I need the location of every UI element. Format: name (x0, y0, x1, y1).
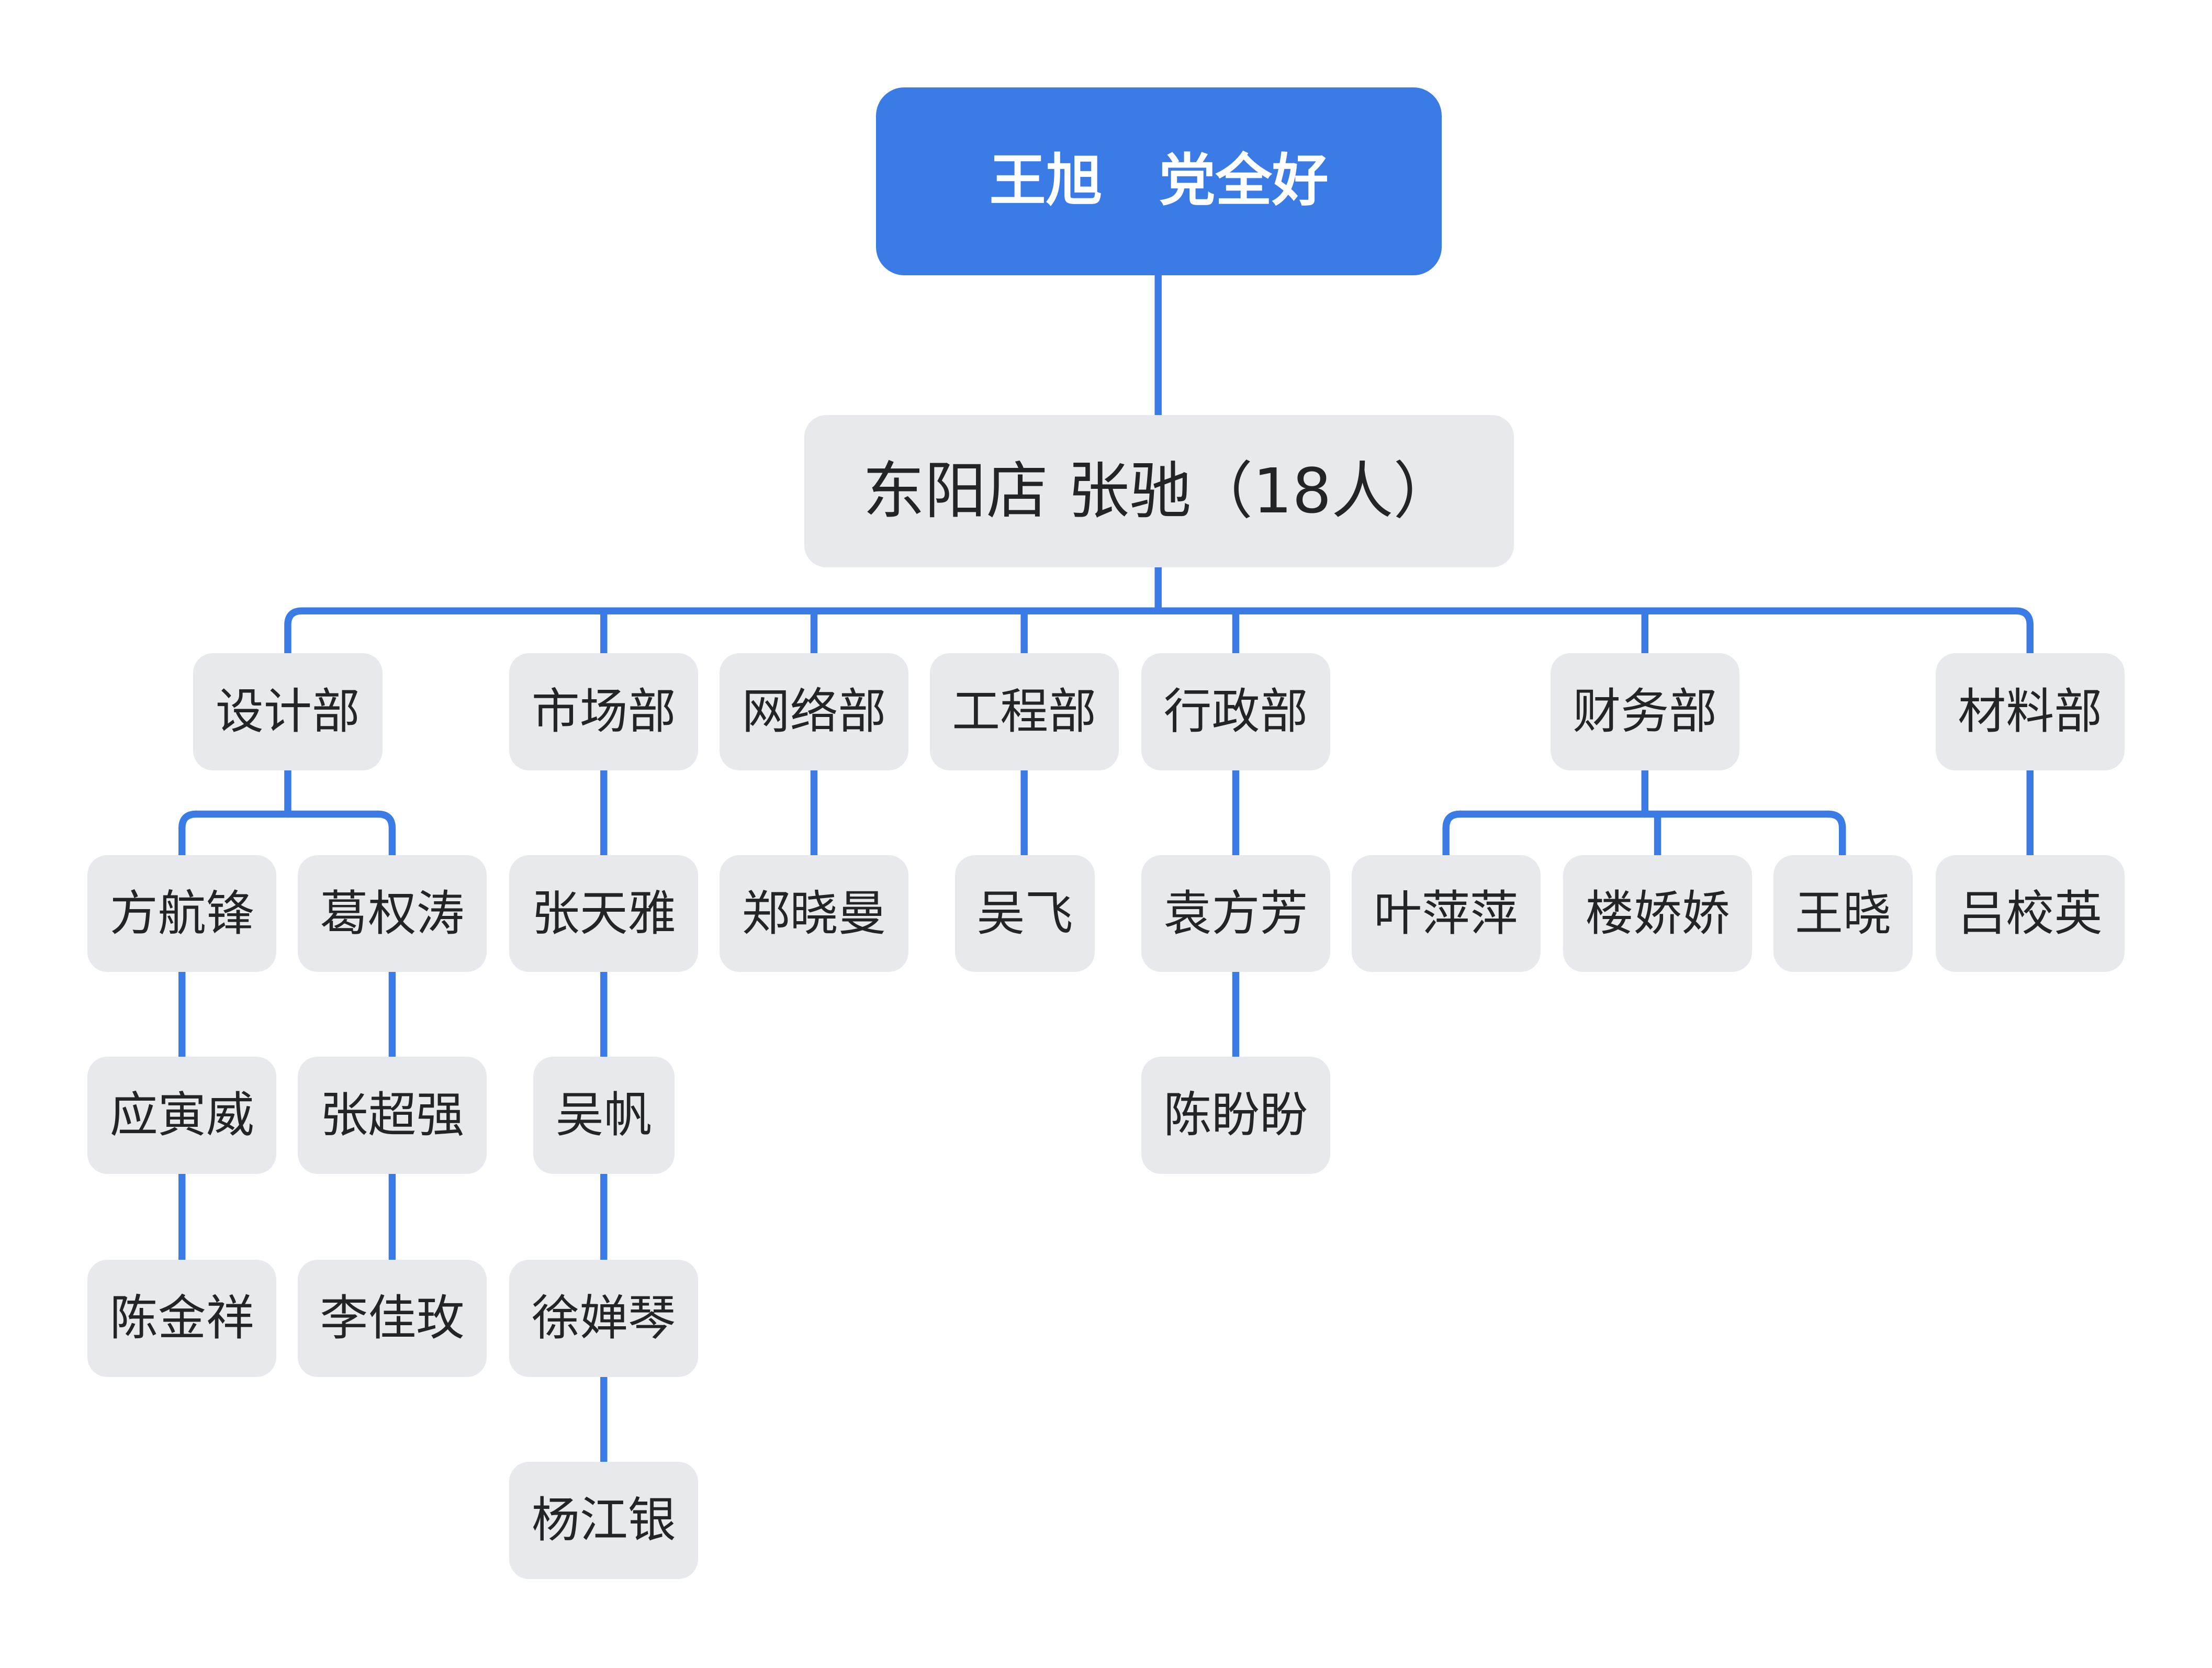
member-node[interactable]: 郑晓曼 (719, 855, 909, 972)
connector-line (374, 810, 396, 859)
member-node[interactable]: 方航锋 (87, 855, 277, 972)
member-node[interactable]: 李佳玫 (297, 1260, 487, 1378)
member-node[interactable]: 应寅威 (87, 1057, 277, 1174)
root-node[interactable]: 王旭 党全好 (876, 87, 1442, 275)
member-node[interactable]: 徐婵琴 (509, 1260, 699, 1378)
dept-market[interactable]: 市场部 (509, 653, 699, 770)
member-node[interactable]: 叶萍萍 (1351, 855, 1541, 972)
member-node[interactable]: 楼娇娇 (1563, 855, 1753, 972)
member-node[interactable]: 张超强 (297, 1057, 487, 1174)
member-node[interactable]: 陈盼盼 (1141, 1057, 1331, 1174)
connector-line (1442, 810, 1464, 859)
dept-design[interactable]: 设计部 (193, 653, 383, 770)
dept-material[interactable]: 材料部 (1935, 653, 2125, 770)
dept-finance[interactable]: 财务部 (1550, 653, 1739, 770)
member-node[interactable]: 袁方芳 (1141, 855, 1331, 972)
member-node[interactable]: 葛权涛 (297, 855, 487, 972)
connector-line (1825, 810, 1846, 859)
dept-admin[interactable]: 行政部 (1141, 653, 1331, 770)
store-node[interactable]: 东阳店 张驰（18人） (804, 415, 1514, 567)
member-node[interactable]: 吴帆 (533, 1057, 675, 1174)
dept-engineering[interactable]: 工程部 (929, 653, 1119, 770)
connector-line (178, 810, 200, 859)
member-node[interactable]: 陈金祥 (87, 1260, 277, 1378)
member-node[interactable]: 张天雅 (509, 855, 699, 972)
member-node[interactable]: 杨江银 (509, 1461, 699, 1579)
member-node[interactable]: 吕校英 (1935, 855, 2125, 972)
member-node[interactable]: 王晓 (1773, 855, 1913, 972)
dept-network[interactable]: 网络部 (719, 653, 909, 770)
connector-line (284, 607, 306, 657)
member-node[interactable]: 吴飞 (955, 855, 1095, 972)
connector-line (2012, 607, 2034, 657)
